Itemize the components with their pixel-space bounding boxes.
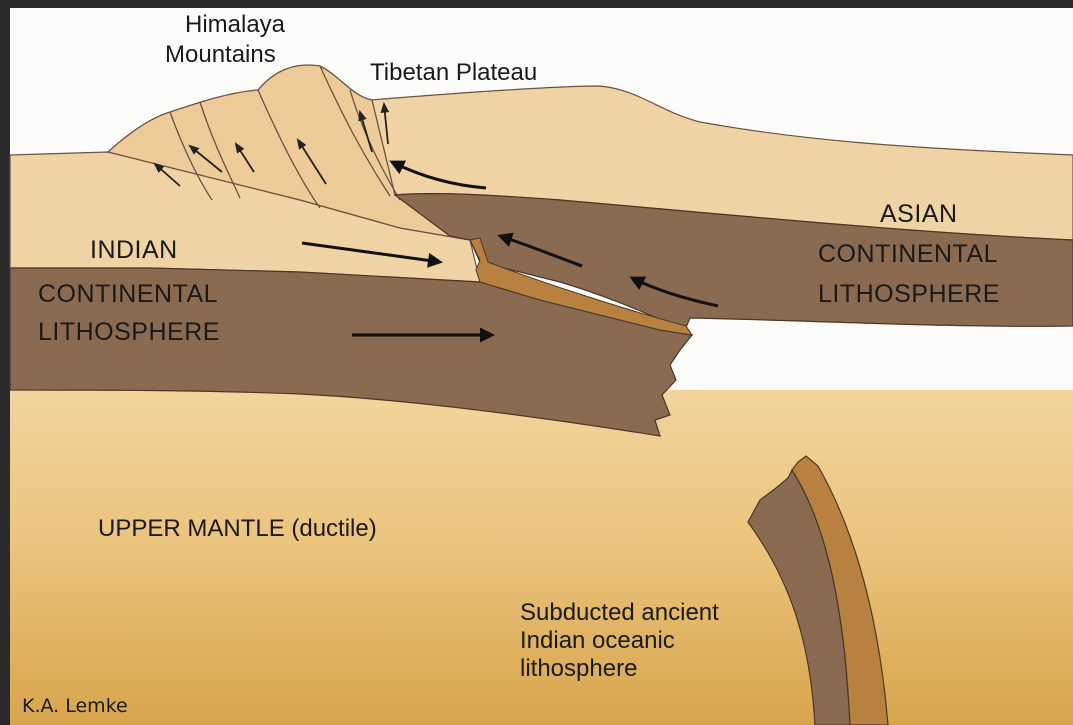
label-indian-line1: INDIAN bbox=[90, 236, 178, 264]
label-asian-line1: ASIAN bbox=[880, 200, 958, 228]
label-subducted-line3: lithosphere bbox=[520, 655, 637, 682]
label-tibetan-plateau: Tibetan Plateau bbox=[370, 59, 537, 86]
label-subducted-line1: Subducted ancient bbox=[520, 599, 719, 626]
label-upper-mantle: UPPER MANTLE (ductile) bbox=[98, 515, 377, 542]
credit: K.A. Lemke bbox=[22, 695, 128, 717]
label-himalaya-line2: Mountains bbox=[165, 41, 276, 68]
label-indian-line2: CONTINENTAL bbox=[38, 280, 218, 308]
label-asian-line3: LITHOSPHERE bbox=[818, 280, 1000, 308]
label-subducted-line2: Indian oceanic bbox=[520, 627, 675, 654]
label-indian-line3: LITHOSPHERE bbox=[38, 318, 220, 346]
label-asian-line2: CONTINENTAL bbox=[818, 240, 998, 268]
label-himalaya-line1: Himalaya bbox=[185, 11, 286, 38]
